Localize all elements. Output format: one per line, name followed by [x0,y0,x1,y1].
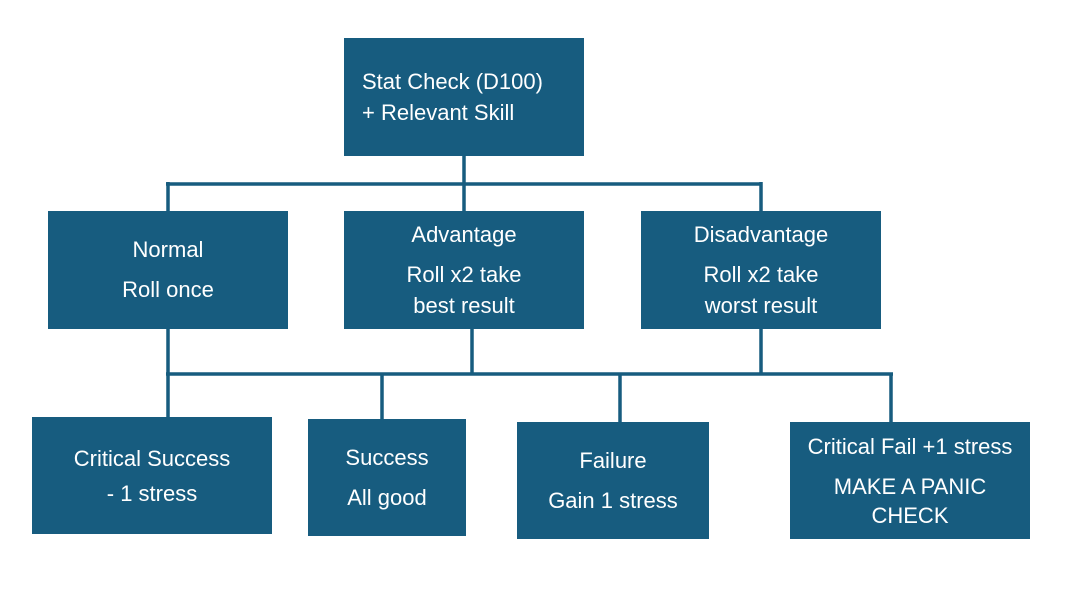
outcome-title: Failure [579,447,647,473]
outcome-detail: All good [347,484,427,510]
outcome-detail: MAKE A PANIC [833,473,987,499]
outcome-title: Success [345,444,429,470]
roll-mode-detail: Roll x2 take [406,262,522,287]
stat-check-box: Stat Check (D100) + Relevant Skill [344,38,584,156]
roll-mode-detail: Roll x2 take [703,262,819,287]
roll-mode-normal-box: Normal Roll once [48,211,288,329]
outcome-detail: CHECK [871,502,949,528]
outcome-detail: Gain 1 stress [548,487,678,513]
outcome-critical-fail-box: Critical Fail +1 stress MAKE A PANIC CHE… [790,422,1030,539]
outcome-detail: - 1 stress [106,480,198,506]
outcome-success-box: Success All good [308,419,466,536]
roll-mode-title: Normal [132,237,204,262]
roll-mode-disadvantage-box: Disadvantage Roll x2 take worst result [641,211,881,329]
roll-mode-title: Disadvantage [693,222,829,247]
outcome-critical-success-box: Critical Success - 1 stress [32,417,272,534]
stat-check-subtitle: + Relevant Skill [362,100,515,125]
roll-mode-detail: worst result [704,293,818,318]
stat-check-title: Stat Check (D100) [362,69,543,94]
outcome-title: Critical Success [73,445,231,471]
roll-mode-detail: best result [413,293,515,318]
roll-mode-title: Advantage [411,222,517,247]
roll-mode-advantage-box: Advantage Roll x2 take best result [344,211,584,329]
roll-mode-detail: Roll once [122,277,214,302]
outcome-title: Critical Fail +1 stress [807,433,1013,459]
outcome-failure-box: Failure Gain 1 stress [517,422,709,539]
